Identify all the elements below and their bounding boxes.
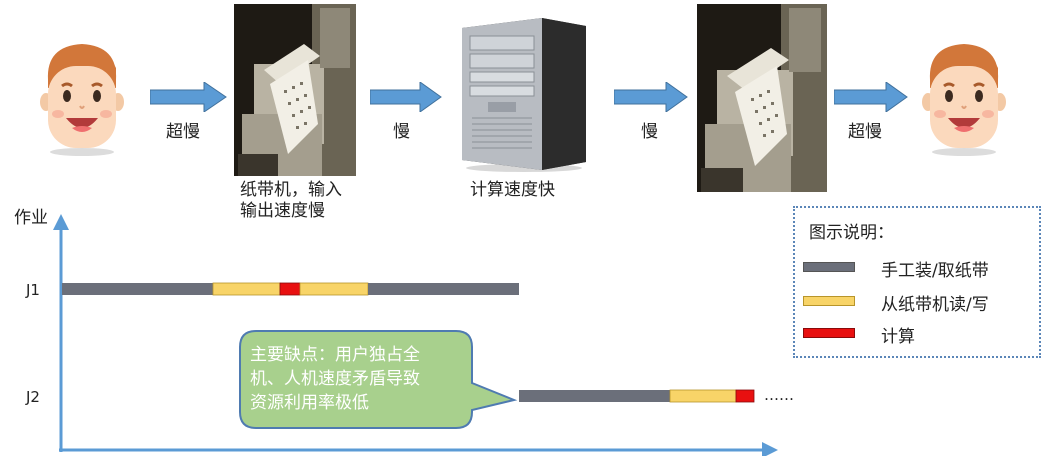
flow-arrow-1 <box>150 82 227 112</box>
legend-item-compute: 计算 <box>803 322 1033 347</box>
computer-caption: 计算速度快 <box>470 180 555 200</box>
tape-reader-photo-2 <box>697 4 827 192</box>
row-label-j1: J1 <box>26 281 40 299</box>
computer-tower-icon <box>462 18 586 172</box>
j2-io-segment <box>669 389 737 403</box>
j1-manual-segment-2 <box>368 283 519 295</box>
j1-io-segment-2 <box>299 282 369 296</box>
j1-io-segment-1 <box>212 282 281 296</box>
arrow1-label: 超慢 <box>166 122 200 142</box>
row-label-j2: J2 <box>26 388 40 406</box>
legend-swatch-compute <box>803 328 855 338</box>
callout-text: 主要缺点：用户独占全 机、人机速度矛盾导致 资源利用率极低 <box>250 343 465 415</box>
j2-manual-segment <box>519 390 670 402</box>
flow-arrow-2 <box>370 82 442 112</box>
j2-compute-segment <box>735 389 755 403</box>
legend-label-manual: 手工装/取纸带 <box>881 261 989 281</box>
tape-reader-caption-line1: 纸带机，输入 <box>240 180 342 200</box>
legend-label-compute: 计算 <box>881 327 915 347</box>
j1-manual-segment-1 <box>62 283 213 295</box>
flow-arrow-3 <box>614 82 688 112</box>
tape-reader-caption: 纸带机，输入 输出速度慢 <box>240 180 342 222</box>
legend-swatch-io <box>803 296 855 306</box>
callout-bubble <box>239 330 518 429</box>
legend-label-io: 从纸带机读/写 <box>881 295 989 315</box>
callout-line-2: 机、人机速度矛盾导致 <box>250 369 420 389</box>
callout-line-1: 主要缺点：用户独占全 <box>250 345 420 365</box>
callout-line-3: 资源利用率极低 <box>250 393 369 413</box>
legend-title: 图示说明： <box>809 223 894 243</box>
arrow3-label: 慢 <box>641 122 658 142</box>
arrow4-label: 超慢 <box>848 122 882 142</box>
legend-item-io: 从纸带机读/写 <box>803 290 1033 315</box>
user-face-right-icon <box>922 44 1006 156</box>
tape-reader-caption-line2: 输出速度慢 <box>240 201 325 221</box>
j1-compute-segment <box>279 282 301 296</box>
legend-swatch-manual <box>803 262 855 272</box>
legend-item-manual: 手工装/取纸带 <box>803 256 1033 281</box>
legend: 图示说明： 手工装/取纸带 从纸带机读/写 计算 <box>793 206 1041 358</box>
flow-arrow-4 <box>834 82 908 112</box>
arrow2-label: 慢 <box>393 122 410 142</box>
y-axis-label: 作业 <box>14 208 48 228</box>
tape-reader-photo-1 <box>234 4 356 176</box>
user-face-left-icon <box>40 44 124 156</box>
continuation-ellipsis: …… <box>764 386 794 404</box>
